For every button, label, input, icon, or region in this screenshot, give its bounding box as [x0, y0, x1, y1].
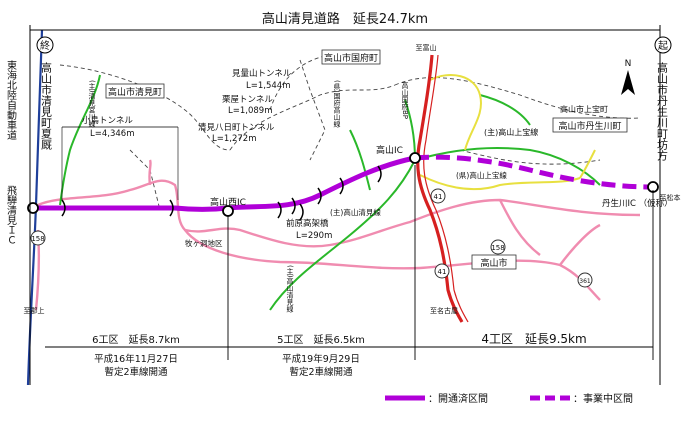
- svg-text:高山市国府町: 高山市国府町: [324, 52, 378, 64]
- kiyomi-north-road-label: (主)清見宮川線: [88, 80, 96, 128]
- section-6-date: 平成16年11月27日: [94, 353, 178, 365]
- kiyomi-road-label: (主)高山清見線: [330, 207, 381, 217]
- legend-construction: ：事業中区間: [573, 392, 633, 405]
- svg-text:高山市: 高山市: [480, 257, 507, 269]
- end-badge: 終: [36, 36, 54, 54]
- matsumoto-road-label: (主)高山清見線: [286, 265, 294, 313]
- svg-text:前原高架橋: 前原高架橋: [286, 218, 329, 229]
- shield-158-east: 158: [490, 239, 506, 255]
- other-roads: [419, 74, 596, 191]
- section-5-status: 暫定2車線開通: [289, 366, 353, 378]
- shield-41-north: 41: [430, 188, 446, 204]
- svg-text:158: 158: [491, 244, 504, 252]
- svg-text:見量山トンネル: 見量山トンネル: [232, 68, 292, 79]
- kokufu-line-label: (県)国府高山線: [333, 80, 341, 128]
- nyukawa-ic-label: 丹生川IC （仮称）: [602, 198, 673, 209]
- svg-text:N: N: [625, 59, 632, 69]
- tunnel-kuriya-label: 栗屋トンネル L=1,089m: [222, 95, 273, 116]
- svg-text:L=1,089m: L=1,089m: [228, 106, 272, 116]
- town-nyukawa: 高山市丹生川町: [552, 117, 628, 133]
- takayama-ic-label: 高山IC: [376, 144, 403, 156]
- takayama-nishi-ic-label: 高山西IC: [210, 196, 246, 208]
- start-badge: 起: [654, 36, 672, 54]
- tunnel-marks: [61, 165, 382, 221]
- west-end-label: 高山市清見町夏厩: [40, 61, 53, 150]
- total-length-bar: [29, 25, 661, 385]
- section-4-label: 4工区 延長9.5km: [481, 332, 586, 346]
- route-shields: 158 158 41 41 361: [30, 188, 593, 288]
- svg-text:41: 41: [434, 193, 443, 201]
- kamitakara-road-label: (主)高山上宝線: [484, 127, 538, 137]
- svg-text:小鳥トンネル: 小鳥トンネル: [82, 115, 133, 126]
- north-arrow-icon: N: [621, 59, 635, 95]
- hida-kiyomi-label: 飛騨清見ＩＣ: [5, 185, 17, 245]
- nyukawa-road-label: (県)高山上宝線: [456, 170, 507, 180]
- svg-text:L=1,272m: L=1,272m: [212, 134, 256, 144]
- takayama-ic: [409, 152, 421, 164]
- expressway-open-section: [38, 155, 416, 212]
- town-takayama: 高山市: [471, 254, 517, 270]
- section-5-date: 平成19年9月29日: [282, 353, 360, 365]
- to-gujo: 至郡上: [24, 306, 45, 315]
- bridge-mae-label: 前原高架橋 L=290m: [286, 218, 332, 241]
- legend-open: ：開通済区間: [428, 392, 488, 405]
- kamitakara-town-label: 高山市上宝町: [560, 104, 608, 114]
- route-41: [416, 54, 469, 323]
- svg-text:高山市清見町: 高山市清見町: [108, 86, 162, 98]
- svg-text:栗屋トンネル: 栗屋トンネル: [222, 95, 273, 105]
- makigado-label: 牧ヶ洞地区: [185, 238, 223, 248]
- tunnel-mikenoyama-label: 見量山トンネル L=1,544m: [232, 68, 292, 91]
- svg-text:L=290m: L=290m: [296, 231, 332, 241]
- tunnel-kojima-label: 小鳥トンネル L=4,346m: [61, 115, 179, 200]
- svg-text:L=4,346m: L=4,346m: [90, 129, 134, 139]
- svg-text:高山市丹生川町: 高山市丹生川町: [558, 120, 621, 132]
- town-kokufu: 高山市国府町: [321, 49, 381, 65]
- shield-158-west: 158: [30, 230, 46, 246]
- to-toyama: 至富山: [416, 43, 437, 52]
- svg-text:清見八日町トンネル: 清見八日町トンネル: [198, 122, 275, 133]
- legend: ：開通済区間 ：事業中区間: [385, 392, 633, 405]
- svg-text:158: 158: [31, 235, 44, 243]
- municipal-boundaries: [59, 54, 641, 211]
- header-title: 高山清見道路 延長24.7km: [262, 11, 428, 27]
- to-nagoya: 至名古屋: [430, 306, 458, 315]
- tokai-label: 東海北陸自動車道: [5, 59, 17, 140]
- svg-text:41: 41: [438, 268, 447, 276]
- svg-text:L=1,544m: L=1,544m: [246, 81, 290, 91]
- shield-361: 361: [577, 272, 593, 288]
- east-start-label: 高山市丹生川町坊方: [656, 61, 669, 161]
- expressway-construction-section: [414, 154, 653, 190]
- section-6-label: 6工区 延長8.7km: [92, 334, 180, 346]
- section-5-label: 5工区 延長6.5km: [277, 334, 365, 346]
- svg-text:終: 終: [40, 39, 50, 52]
- shield-41-south: 41: [434, 263, 450, 279]
- town-kiyomi: 高山市清見町: [105, 83, 165, 99]
- section-6-status: 暫定2車線開通: [104, 366, 168, 378]
- kokufu-bp-label: 高山国府BP: [401, 81, 409, 119]
- svg-text:起: 起: [658, 40, 668, 52]
- section-dimensions: [45, 165, 654, 360]
- tunnel-kiyomi8-label: 清見八日町トンネル L=1,272m: [198, 122, 275, 144]
- svg-text:361: 361: [579, 278, 591, 285]
- to-matsumoto: 至松本: [660, 193, 681, 202]
